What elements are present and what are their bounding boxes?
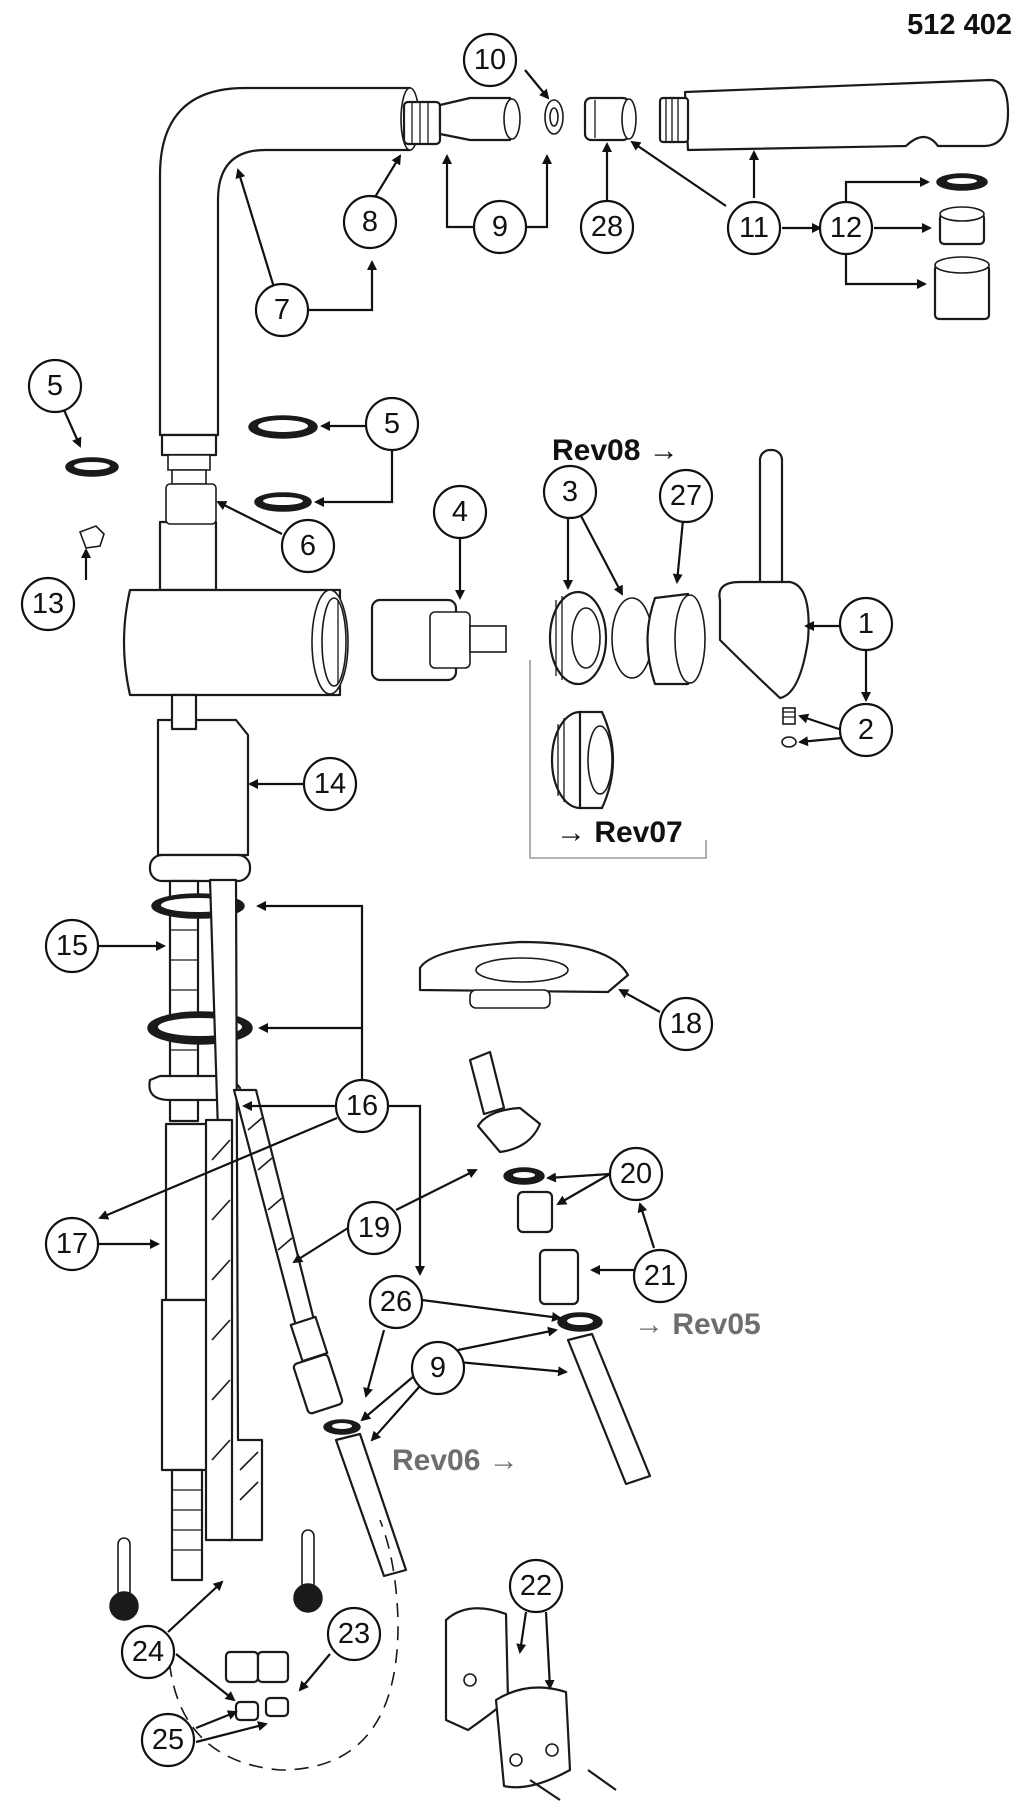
hose-loop-dashed bbox=[167, 1519, 399, 1771]
nipples-part-25 bbox=[234, 1696, 290, 1722]
callout-23: 23 bbox=[326, 1606, 382, 1662]
escutcheon-part-18 bbox=[418, 940, 630, 1009]
callout-27: 27 bbox=[658, 468, 714, 524]
callout-25: 25 bbox=[140, 1712, 196, 1768]
callout-2: 2 bbox=[838, 702, 894, 758]
hose-end-rev05 bbox=[566, 1332, 652, 1486]
threaded-ring-part-3 bbox=[548, 590, 608, 686]
bush-part-6 bbox=[165, 483, 217, 525]
callout-19: 19 bbox=[346, 1200, 402, 1256]
clamp-part-22 bbox=[444, 1607, 617, 1801]
handle-part-1 bbox=[718, 448, 810, 700]
callout-6: 6 bbox=[280, 518, 336, 574]
callout-14: 14 bbox=[302, 756, 358, 812]
cover-part-27 bbox=[646, 592, 706, 686]
svg-text:2: 2 bbox=[858, 714, 874, 746]
revision-label-rev08: Rev08 → bbox=[552, 434, 679, 467]
base-part-14 bbox=[148, 718, 252, 883]
svg-text:26: 26 bbox=[380, 1286, 412, 1318]
callout-9-top: 9 bbox=[472, 199, 528, 255]
svg-text:11: 11 bbox=[739, 212, 769, 244]
adapter-part-21 bbox=[468, 1050, 580, 1306]
callout-17: 17 bbox=[44, 1216, 100, 1272]
svg-text:5: 5 bbox=[384, 408, 400, 440]
callout-8: 8 bbox=[342, 194, 398, 250]
hose-end-rev06 bbox=[334, 1432, 408, 1578]
svg-text:19: 19 bbox=[358, 1212, 390, 1244]
pullout-hose-part-19 bbox=[232, 1088, 344, 1415]
svg-text:14: 14 bbox=[314, 768, 346, 800]
callout-1: 1 bbox=[838, 596, 894, 652]
svg-text:7: 7 bbox=[274, 294, 290, 326]
plug-part-13 bbox=[78, 525, 105, 549]
svg-text:9: 9 bbox=[492, 211, 508, 243]
callout-22: 22 bbox=[508, 1558, 564, 1614]
revision-label-rev07: → Rev07 bbox=[556, 816, 683, 849]
svg-text:10: 10 bbox=[474, 44, 506, 76]
callout-4: 4 bbox=[432, 484, 488, 540]
svg-text:21: 21 bbox=[644, 1260, 676, 1292]
article-number: 512 402 bbox=[907, 9, 1012, 41]
revision-label-rev06: Rev06 → bbox=[392, 1444, 519, 1477]
o-ring-part-3 bbox=[611, 597, 653, 679]
svg-text:23: 23 bbox=[338, 1618, 370, 1650]
callout-16: 16 bbox=[334, 1078, 390, 1134]
callout-12: 12 bbox=[818, 200, 874, 256]
callout-21: 21 bbox=[632, 1248, 688, 1304]
callout-10: 10 bbox=[462, 32, 518, 88]
callout-28: 28 bbox=[579, 199, 635, 255]
grub-screws-part-2 bbox=[781, 707, 797, 748]
aerator-parts-12 bbox=[933, 173, 991, 321]
callout-26: 26 bbox=[368, 1274, 424, 1330]
svg-text:17: 17 bbox=[56, 1228, 88, 1260]
connector-part-28 bbox=[583, 96, 637, 142]
spray-head-part-11 bbox=[658, 78, 1010, 152]
svg-text:8: 8 bbox=[362, 206, 378, 238]
svg-text:15: 15 bbox=[56, 930, 88, 962]
mounting-rod-part-17 bbox=[160, 1122, 216, 1582]
callout-15: 15 bbox=[44, 918, 100, 974]
svg-text:25: 25 bbox=[152, 1724, 184, 1756]
svg-text:20: 20 bbox=[620, 1158, 652, 1190]
cartridge-part-4 bbox=[370, 598, 507, 682]
leader-lines bbox=[62, 69, 932, 1744]
svg-text:3: 3 bbox=[562, 476, 578, 508]
callout-9-lower: 9 bbox=[410, 1340, 466, 1396]
thread-adapter-part-8 bbox=[402, 100, 442, 146]
svg-text:6: 6 bbox=[300, 530, 316, 562]
hot-thermometer-icon bbox=[109, 1537, 139, 1621]
svg-text:1: 1 bbox=[858, 608, 874, 640]
callout-24: 24 bbox=[120, 1624, 176, 1680]
svg-text:18: 18 bbox=[670, 1008, 702, 1040]
fitting-part-9-top bbox=[438, 96, 521, 142]
svg-text:12: 12 bbox=[830, 212, 862, 244]
svg-text:4: 4 bbox=[452, 496, 468, 528]
svg-text:16: 16 bbox=[346, 1090, 378, 1122]
svg-text:28: 28 bbox=[591, 211, 623, 243]
svg-text:9: 9 bbox=[430, 1352, 446, 1384]
callout-5-left: 5 bbox=[27, 358, 83, 414]
callout-7: 7 bbox=[254, 282, 310, 338]
mixer-body bbox=[122, 520, 349, 697]
svg-text:5: 5 bbox=[47, 370, 63, 402]
threaded-ring-rev07 bbox=[550, 710, 615, 810]
rev07-box bbox=[529, 660, 707, 859]
svg-text:22: 22 bbox=[520, 1570, 552, 1602]
svg-text:13: 13 bbox=[32, 588, 64, 620]
callout-3: 3 bbox=[542, 464, 598, 520]
callout-11: 11 bbox=[726, 200, 782, 256]
supply-hoses-part-23-24 bbox=[204, 878, 290, 1684]
svg-text:24: 24 bbox=[132, 1636, 164, 1668]
callout-18: 18 bbox=[658, 996, 714, 1052]
svg-text:27: 27 bbox=[670, 480, 702, 512]
callout-20: 20 bbox=[608, 1146, 664, 1202]
callout-5-right: 5 bbox=[364, 396, 420, 452]
cold-thermometer-icon bbox=[293, 1529, 323, 1613]
revision-label-rev05: → Rev05 bbox=[634, 1308, 761, 1341]
callout-13: 13 bbox=[20, 576, 76, 632]
